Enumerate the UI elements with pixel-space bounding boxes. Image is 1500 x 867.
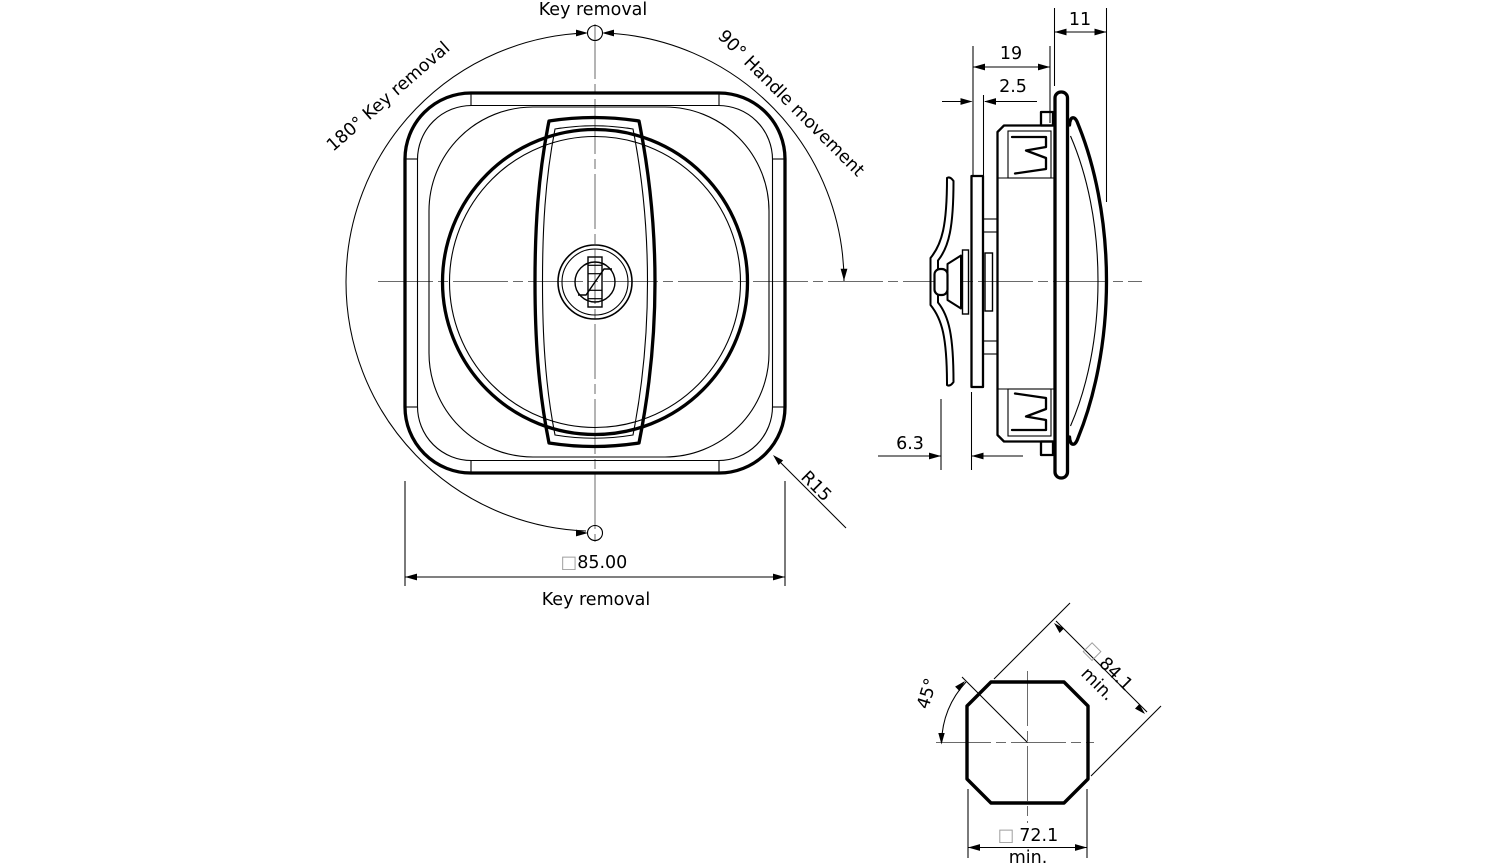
key-removal-top-label: Key removal <box>539 0 648 20</box>
dimension-6-3-text: 6.3 <box>896 434 924 454</box>
dimension-84-1: □84.1 min. <box>993 602 1162 777</box>
chamfer-angle-callout: 45° <box>914 676 1028 745</box>
key-removal-marker-bottom <box>586 524 604 542</box>
dimension-11: 11 <box>1053 8 1108 202</box>
arc-180-key-removal <box>345 32 587 532</box>
wing-grip-outer <box>533 115 657 449</box>
dimension-11-text: 11 <box>1069 10 1091 30</box>
dimension-19-text: 19 <box>1000 44 1022 64</box>
dimension-2-5-text: 2.5 <box>999 77 1027 97</box>
arc-90-handle-movement <box>603 32 845 282</box>
chamfer-angle-text: 45° <box>914 676 942 712</box>
dimension-6-3: 6.3 <box>878 392 1023 470</box>
mounting-plate <box>970 174 985 389</box>
wing-grip-inner <box>541 125 649 439</box>
mounting-clip-bottom <box>1006 387 1055 457</box>
cam-lever <box>929 176 955 387</box>
handle-disc-outer <box>440 127 750 437</box>
dimension-72-1-text: □72.1 <box>998 826 1059 846</box>
key-removal-marker-top <box>586 24 604 42</box>
panel-cutout-view: 45° □84.1 min. □72.1 min. <box>914 602 1162 867</box>
handle-disc-inner <box>448 135 742 429</box>
cutout-octagon <box>965 680 1090 805</box>
front-view: R15 □85.00 Key removal Key removal 180° … <box>323 0 868 610</box>
side-view: 19 2.5 11 6.3 <box>878 8 1109 480</box>
key-removal-bottom-label: Key removal <box>542 590 651 610</box>
spacer-bottom <box>982 340 999 355</box>
shaft-and-nut <box>933 249 994 315</box>
handle-dome-outer <box>1067 116 1109 446</box>
dimension-19: 19 <box>972 44 1051 176</box>
corner-radius-label: R15 <box>796 467 834 505</box>
dimension-2-5: 2.5 <box>942 77 1037 176</box>
key-cylinder <box>557 244 633 320</box>
spacer-top <box>982 218 999 233</box>
rotation-arcs <box>345 24 848 542</box>
flange-plate <box>1053 90 1070 480</box>
handle-recess-outline <box>428 106 770 458</box>
width-dimension-text: □85.00 <box>561 553 628 573</box>
housing-body <box>996 124 1056 443</box>
bezel-inner-outline <box>416 104 774 462</box>
key-slot-cells <box>588 264 602 300</box>
bezel-outer-outline <box>403 91 787 475</box>
width-dimension-85: □85.00 <box>404 481 786 586</box>
arc-90-label: 90° Handle movement <box>713 26 868 181</box>
corner-radius-callout: R15 <box>773 455 847 529</box>
dimension-72-1: □72.1 min. <box>967 789 1088 867</box>
dimension-72-1-qualifier: min. <box>1009 848 1048 867</box>
bezel-tangent-ticks <box>405 93 785 473</box>
key-profile-mark <box>578 268 612 296</box>
handle-dome-inner <box>1069 135 1099 427</box>
arc-180-label: 180° Key removal <box>323 38 454 156</box>
key-slot <box>587 256 603 308</box>
mounting-clip-top <box>1007 110 1055 179</box>
